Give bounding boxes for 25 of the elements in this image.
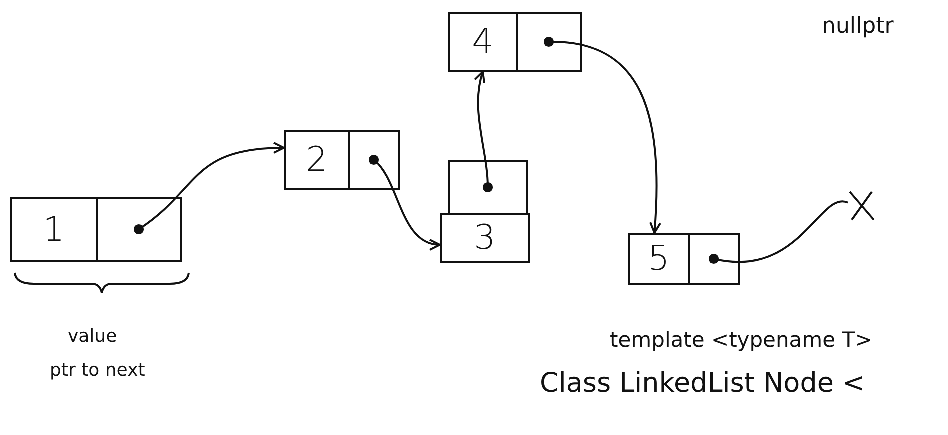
- pointer-cell: [96, 197, 182, 262]
- node-value: 5: [648, 242, 670, 276]
- node-value: 4: [472, 25, 494, 59]
- annotation-text: nullptr: [822, 14, 894, 39]
- pointer-arrow: [134, 142, 285, 235]
- annotation-text: ptr to next: [50, 360, 146, 381]
- value-cell: [628, 233, 690, 285]
- node-value: 1: [43, 212, 65, 246]
- pointer-cell: [516, 12, 582, 72]
- pointer-cell: [348, 130, 400, 190]
- annotation-text: Class LinkedList Node <: [540, 368, 866, 399]
- value-cell: [440, 213, 530, 263]
- pointer-cell: [688, 233, 740, 285]
- value-cell: [448, 12, 518, 72]
- annotation-text: value: [68, 326, 118, 347]
- null-cross-mark: [848, 190, 876, 222]
- pointer-cell: [448, 160, 528, 215]
- pointer-arrow: [474, 71, 494, 193]
- pointer-arrow: [368, 154, 441, 250]
- value-cell: [284, 130, 350, 190]
- annotation-text: template <typename T>: [610, 328, 873, 352]
- value-cell: [10, 197, 98, 262]
- pointer-arrow: [544, 36, 662, 234]
- node-value: 2: [306, 143, 328, 177]
- node-value: 3: [474, 221, 496, 255]
